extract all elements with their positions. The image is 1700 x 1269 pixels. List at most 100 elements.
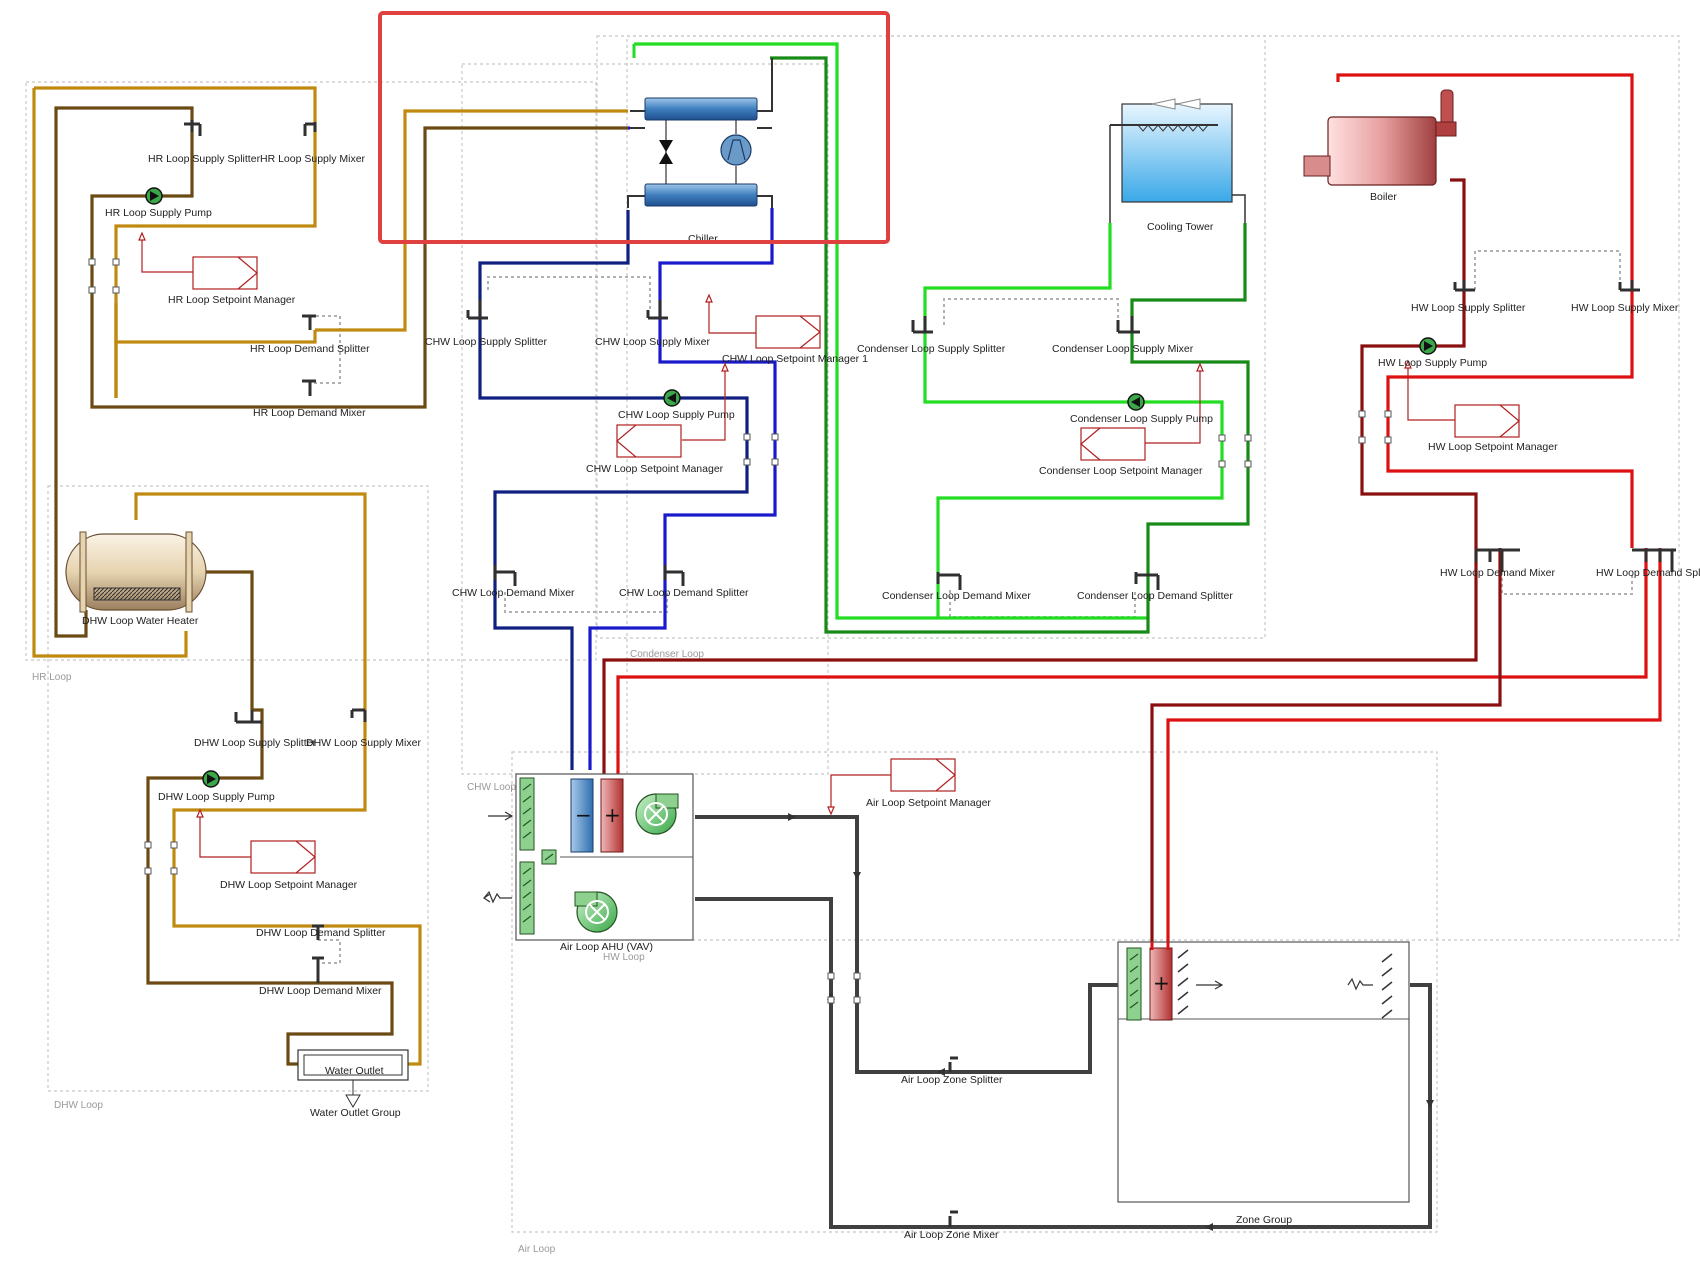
- hw-demand-splitter-label[interactable]: HW Loop Demand Splitter: [1596, 567, 1700, 579]
- chiller-highlight-box: [378, 11, 890, 244]
- cond-supply-splitter-label[interactable]: Condenser Loop Supply Splitter: [857, 343, 1006, 355]
- cond-setpoint-manager-label[interactable]: Condenser Loop Setpoint Manager: [1039, 465, 1203, 477]
- air-setpoint-manager[interactable]: [827, 758, 956, 816]
- mixer-icon: [1618, 280, 1640, 292]
- hr-demand-mixer-label[interactable]: HR Loop Demand Mixer: [253, 407, 366, 419]
- hw-setpoint-manager[interactable]: [1404, 359, 1520, 438]
- water-outlet-label: Water Outlet: [325, 1065, 384, 1077]
- chw-supply-mixer-label[interactable]: CHW Loop Supply Mixer: [595, 336, 710, 348]
- hw-supply-mixer-label[interactable]: HW Loop Supply Mixer: [1571, 302, 1679, 314]
- dhw-supply-pump-label[interactable]: DHW Loop Supply Pump: [158, 791, 275, 803]
- mixer-icon: [303, 122, 317, 136]
- cooling-tower[interactable]: Cooling Tower: [1109, 98, 1246, 233]
- heating-element-icon: [93, 587, 181, 601]
- chw-demand-splitter-label[interactable]: CHW Loop Demand Splitter: [619, 587, 749, 599]
- hw-supply-pump-label[interactable]: HW Loop Supply Pump: [1378, 357, 1487, 369]
- cond-demand-mixer-label[interactable]: Condenser Loop Demand Mixer: [882, 590, 1031, 602]
- diffuser-icon: [1177, 949, 1189, 1015]
- hr-supply-pump[interactable]: [145, 187, 163, 205]
- splitter-icon: [234, 710, 262, 724]
- reheat-coil-icon: [1149, 947, 1173, 1021]
- dhw-setpoint-manager-label[interactable]: DHW Loop Setpoint Manager: [220, 879, 358, 891]
- hr-supply-mixer-label[interactable]: HR Loop Supply Mixer: [260, 153, 366, 165]
- hr-supply-pump-label[interactable]: HR Loop Supply Pump: [105, 207, 212, 219]
- air-setpoint-manager-label[interactable]: Air Loop Setpoint Manager: [866, 797, 991, 809]
- chiller[interactable]: Chiller: [627, 44, 773, 245]
- pumps: [145, 187, 1437, 788]
- dhw-supply-splitter-label[interactable]: DHW Loop Supply Splitter: [194, 737, 316, 749]
- tee-symbols: [184, 120, 1676, 1227]
- air-zone-splitter-label[interactable]: Air Loop Zone Splitter: [901, 1074, 1003, 1086]
- hr-demand-splitter-label[interactable]: HR Loop Demand Splitter: [250, 343, 370, 355]
- air-loop-label[interactable]: Air Loop: [518, 1244, 556, 1255]
- setpoint-manager-icon: [616, 424, 682, 458]
- dhw-loop-label[interactable]: DHW Loop: [54, 1100, 103, 1111]
- setpoint-manager-icon: [1080, 427, 1146, 461]
- boiler[interactable]: Boiler: [1303, 89, 1457, 203]
- mixer-icon: [302, 379, 316, 396]
- splitter-icon: [1453, 280, 1475, 292]
- chw-supply-pump[interactable]: [663, 389, 681, 407]
- zone-group-label: Zone Group: [1236, 1214, 1292, 1226]
- condenser-setpoint-manager[interactable]: [1080, 362, 1204, 461]
- chw-supply-pump-label[interactable]: CHW Loop Supply Pump: [618, 409, 735, 421]
- hr-setpoint-manager[interactable]: [138, 231, 258, 290]
- dhw-demand-splitter-label[interactable]: DHW Loop Demand Splitter: [256, 927, 386, 939]
- expansion-valve-icon: [659, 140, 673, 164]
- mixer-icon: [646, 300, 668, 320]
- mixer-icon: [936, 572, 962, 590]
- bypass-connectors: [310, 250, 1633, 964]
- splitter-icon: [302, 314, 316, 330]
- water-outlet[interactable]: Water Outlet Water Outlet Group: [297, 1049, 409, 1119]
- chw-setpoint-manager-1[interactable]: [705, 293, 821, 349]
- cond-supply-mixer-label[interactable]: Condenser Loop Supply Mixer: [1052, 343, 1194, 355]
- hr-loop-boundary[interactable]: [25, 81, 597, 661]
- condenser-loop-label[interactable]: Condenser Loop: [630, 649, 704, 660]
- chw-setpoint-manager-1-label[interactable]: CHW Loop Setpoint Manager 1: [722, 353, 868, 365]
- svg-text:+: +: [604, 803, 621, 827]
- chw-loop-pipes: [478, 126, 777, 770]
- dhw-supply-mixer-label[interactable]: DHW Loop Supply Mixer: [306, 737, 421, 749]
- hw-setpoint-manager-label[interactable]: HW Loop Setpoint Manager: [1428, 441, 1558, 453]
- cond-supply-pump-label[interactable]: Condenser Loop Supply Pump: [1070, 413, 1213, 425]
- hw-supply-pump[interactable]: [1419, 337, 1437, 355]
- air-loop-boundary[interactable]: [511, 751, 1438, 1233]
- mixer-icon: [948, 1210, 958, 1227]
- chw-supply-splitter-label[interactable]: CHW Loop Supply Splitter: [425, 336, 547, 348]
- dhw-demand-mixer-label[interactable]: DHW Loop Demand Mixer: [259, 985, 382, 997]
- hw-loop-label[interactable]: HW Loop: [603, 952, 645, 963]
- chw-loop-boundary[interactable]: [461, 63, 829, 775]
- chw-setpoint-manager[interactable]: [616, 362, 729, 458]
- air-zone-mixer-label[interactable]: Air Loop Zone Mixer: [904, 1229, 999, 1241]
- chw-demand-mixer-label[interactable]: CHW Loop Demand Mixer: [452, 587, 575, 599]
- heating-coil-icon: [600, 778, 624, 853]
- hr-setpoint-manager-label[interactable]: HR Loop Setpoint Manager: [168, 294, 296, 306]
- setpoint-manager-icon: [1454, 404, 1520, 438]
- air-loop-ahu[interactable]: − + Air Loop AHU (VAV): [482, 773, 694, 953]
- dhw-water-heater[interactable]: DHW Loop Water Heater: [65, 531, 207, 627]
- splitter-icon: [312, 924, 324, 940]
- svg-text:−: −: [575, 803, 592, 827]
- chw-setpoint-manager-label[interactable]: CHW Loop Setpoint Manager: [586, 463, 724, 475]
- hw-supply-splitter-label[interactable]: HW Loop Supply Splitter: [1411, 302, 1526, 314]
- hr-loop-label[interactable]: HR Loop: [32, 672, 72, 683]
- splitter-icon: [1632, 548, 1676, 572]
- chw-loop-label[interactable]: CHW Loop: [467, 782, 516, 793]
- condenser-loop-pipes: [634, 42, 1250, 634]
- hr-supply-splitter-label[interactable]: HR Loop Supply Splitter: [148, 153, 261, 165]
- condenser-supply-pump[interactable]: [1127, 393, 1145, 411]
- condenser-loop-boundary[interactable]: [596, 35, 1266, 639]
- dhw-setpoint-manager[interactable]: [196, 808, 316, 874]
- mixer-icon: [350, 708, 367, 722]
- dhw-supply-pump[interactable]: [202, 770, 220, 788]
- zone-group[interactable]: + Zone Group: [1117, 941, 1410, 1226]
- cond-demand-splitter-label[interactable]: Condenser Loop Demand Splitter: [1077, 590, 1233, 602]
- boiler-label: Boiler: [1370, 191, 1397, 203]
- mixer-icon: [493, 565, 517, 586]
- setpoint-manager-icon: [755, 315, 821, 349]
- loop-boundaries: [25, 35, 1680, 1233]
- pipe-nodes: [88, 258, 1392, 1004]
- mixer-icon: [1474, 548, 1520, 572]
- hw-demand-mixer-label[interactable]: HW Loop Demand Mixer: [1440, 567, 1555, 579]
